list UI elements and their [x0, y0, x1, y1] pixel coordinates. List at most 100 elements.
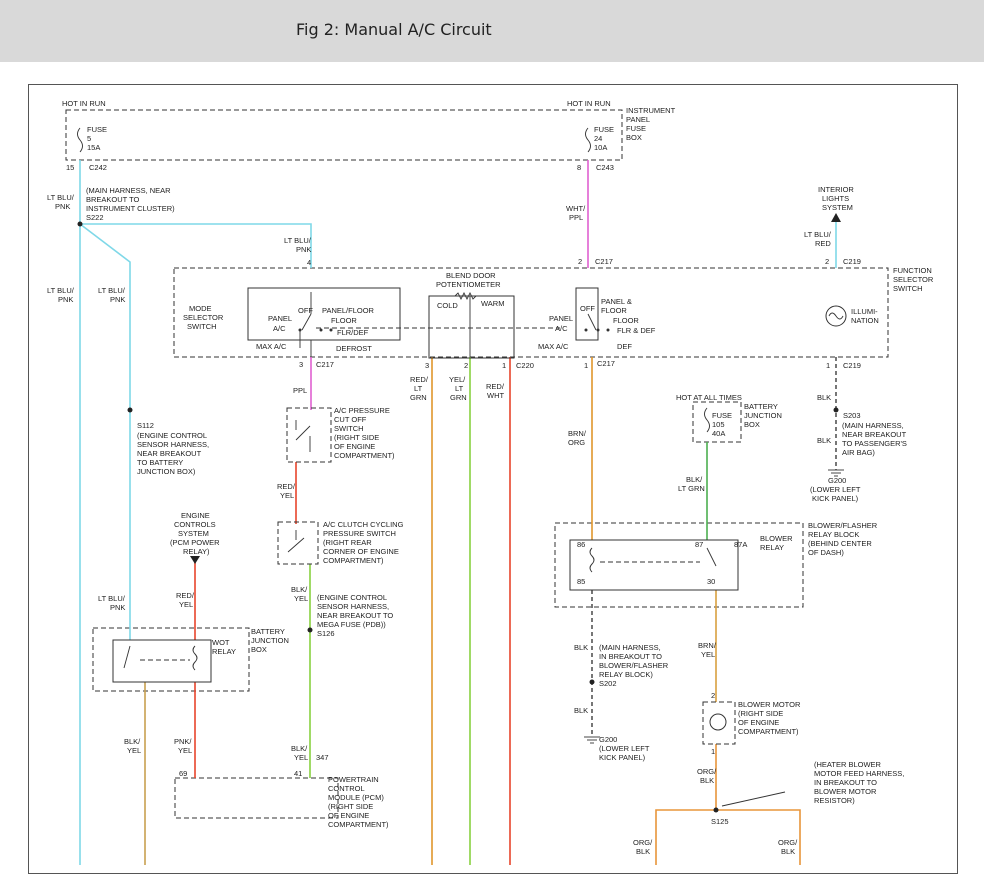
redyel2-b: YEL — [179, 600, 193, 609]
brnorg-b: ORG — [568, 438, 585, 447]
f-floor: FLOOR — [601, 306, 627, 315]
orgblk-b: BLK — [700, 776, 714, 785]
fuse24-a: FUSE — [594, 125, 614, 134]
pcm-6: COMPARTMENT) — [328, 820, 389, 829]
m-defrost: DEFROST — [336, 344, 372, 353]
s203-n1: (MAIN HARNESS, — [842, 421, 904, 430]
s125: S125 — [711, 817, 729, 826]
wire-org-blk-branch — [655, 809, 801, 865]
s112-n3: NEAR BREAKOUT — [137, 449, 202, 458]
yelltgrn-c: GRN — [450, 393, 467, 402]
p2: 2 — [711, 691, 715, 700]
blkyel-b: YEL — [294, 594, 308, 603]
pin-2b: 2 — [825, 257, 829, 266]
yelltgrn-a: YEL/ — [449, 375, 466, 384]
bjb-1: BATTERY — [744, 402, 778, 411]
bfr-4: OF DASH) — [808, 548, 844, 557]
pin-3b: 3 — [425, 361, 429, 370]
hb-1: (HEATER BLOWER — [814, 760, 882, 769]
g200b-n2: KICK PANEL) — [599, 753, 646, 762]
ipfb-2: PANEL — [626, 115, 650, 124]
fss-2: SELECTOR — [893, 275, 934, 284]
orgblk2-b: BLK — [636, 847, 650, 856]
c217b: C217 — [316, 360, 334, 369]
splice-dots — [77, 221, 839, 813]
fss-3: SWITCH — [893, 284, 923, 293]
ecs-2: CONTROLS — [174, 520, 216, 529]
blk-3: BLK — [574, 643, 588, 652]
acp-2: CUT OFF — [334, 415, 367, 424]
s112-n5: JUNCTION BOX) — [137, 467, 196, 476]
g200a: G200 — [828, 476, 846, 485]
fuse-105-icon — [704, 407, 710, 433]
blower-relay — [569, 539, 739, 591]
redltgrn-c: GRN — [410, 393, 427, 402]
bm-2: (RIGHT SIDE — [738, 709, 783, 718]
c217c: C217 — [597, 359, 615, 368]
s126-n2: SENSOR HARNESS, — [317, 602, 389, 611]
interior-2: LIGHTS — [822, 194, 849, 203]
whtppl-b: PPL — [569, 213, 583, 222]
wot-2: RELAY — [212, 647, 236, 656]
s112-n1: (ENGINE CONTROL — [137, 431, 207, 440]
blkltgrn-b: LT GRN — [678, 484, 705, 493]
blkltgrn-a: BLK/ — [686, 475, 703, 484]
acc-1: A/C CLUTCH CYCLING — [323, 520, 404, 529]
ltblu-3b: PNK — [58, 295, 73, 304]
blkyel2-a: BLK/ — [124, 737, 141, 746]
blkyel3-a: BLK/ — [291, 744, 308, 753]
engine-controls-arrow-icon — [190, 556, 200, 564]
f-panel-amp: PANEL & — [601, 297, 632, 306]
battery-junction-box-wot — [92, 627, 250, 692]
redyel2-a: RED/ — [176, 591, 195, 600]
p347: 347 — [316, 753, 329, 762]
interior-1: INTERIOR — [818, 185, 854, 194]
pin-1a: 1 — [502, 361, 506, 370]
ltblu-1a: LT BLU/ — [47, 193, 75, 202]
redltgrn-b: LT — [414, 384, 423, 393]
ltblured-a: LT BLU/ — [804, 230, 832, 239]
redwht-a: RED/ — [486, 382, 505, 391]
bm-1: BLOWER MOTOR — [738, 700, 801, 709]
blend-1: BLEND DOOR — [446, 271, 496, 280]
hb-4: BLOWER MOTOR — [814, 787, 877, 796]
s202-n3: BLOWER/FLASHER — [599, 661, 669, 670]
pin-1b: 1 — [584, 361, 588, 370]
f-maxac: MAX A/C — [538, 342, 569, 351]
ltblu-2b: PNK — [296, 245, 311, 254]
f-off: OFF — [580, 304, 595, 313]
whtppl-a: WHT/ — [566, 204, 586, 213]
m-panel: PANEL — [268, 314, 292, 323]
bm-4: COMPARTMENT) — [738, 727, 799, 736]
g200b-n1: (LOWER LEFT — [599, 744, 650, 753]
ltblu-2a: LT BLU/ — [284, 236, 312, 245]
instrument-panel-fuse-box — [65, 109, 623, 161]
redltgrn-a: RED/ — [410, 375, 429, 384]
p87: 87 — [695, 540, 703, 549]
ac-clutch-cycling-switch — [277, 521, 319, 565]
wot-1: WOT — [212, 638, 230, 647]
ecs-4: (PCM POWER — [170, 538, 220, 547]
ltblu-5a: LT BLU/ — [98, 594, 126, 603]
hb-3: IN BREAKOUT TO — [814, 778, 877, 787]
ltblu-1b: PNK — [55, 202, 70, 211]
fuse105-c: 40A — [712, 429, 725, 438]
fuse5-c: 15A — [87, 143, 100, 152]
blk-2: BLK — [817, 436, 831, 445]
s203: S203 — [843, 411, 861, 420]
mode-selector-switch-body — [247, 287, 401, 341]
c243: C243 — [596, 163, 614, 172]
fuse105-b: 105 — [712, 420, 725, 429]
brnyel-a: BRN/ — [698, 641, 717, 650]
p41: 41 — [294, 769, 302, 778]
bm-3: OF ENGINE — [738, 718, 779, 727]
s112: S112 — [137, 421, 154, 430]
f-ac: A/C — [555, 324, 568, 333]
c219b: C219 — [843, 361, 861, 370]
figure-title: Fig 2: Manual A/C Circuit — [296, 20, 492, 39]
blk-4: BLK — [574, 706, 588, 715]
acc-2: PRESSURE SWITCH — [323, 529, 396, 538]
bjb2-3: BOX — [251, 645, 267, 654]
ground-g200-a-icon — [828, 469, 844, 477]
bjb-3: BOX — [744, 420, 760, 429]
